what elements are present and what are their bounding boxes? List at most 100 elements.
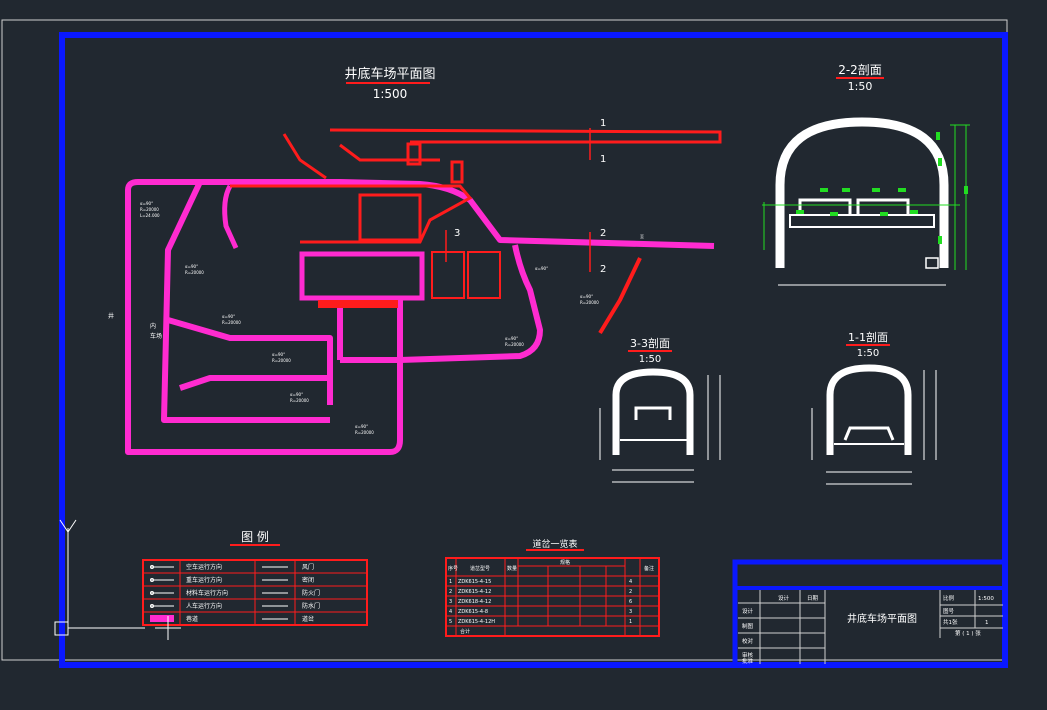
svg-text:巷道: 巷道 [186, 615, 198, 623]
section-3-3-title: 3-3剖面 [630, 336, 670, 350]
title-block-drawing-name: 井底车场平面图 [847, 612, 917, 625]
svg-text:2: 2 [629, 589, 632, 595]
plan-scale: 1:500 [373, 87, 408, 101]
car-3-3 [634, 406, 672, 420]
svg-text:设计: 设计 [742, 607, 754, 615]
svg-text:R=20000: R=20000 [272, 358, 291, 363]
svg-text:数量: 数量 [507, 565, 517, 572]
svg-text:制图: 制图 [742, 622, 754, 630]
svg-text:风门: 风门 [302, 563, 314, 571]
svg-text:至: 至 [640, 234, 644, 239]
svg-text:批准: 批准 [742, 657, 754, 665]
svg-text:防水门: 防水门 [302, 602, 320, 610]
track-bed-2-2 [789, 214, 935, 228]
ucs-axis-icon [54, 519, 145, 636]
svg-text:1:500: 1:500 [978, 596, 994, 602]
blue-frame [59, 32, 1008, 668]
section-2-2-scale: 1:50 [848, 80, 873, 93]
svg-text:R=20000: R=20000 [222, 320, 241, 325]
svg-text:R=20000: R=20000 [290, 398, 309, 403]
well-label-b: 内 [150, 322, 156, 330]
svg-text:ZDK618-4-12: ZDK618-4-12 [458, 599, 491, 605]
svg-text:道岔型号: 道岔型号 [470, 565, 490, 572]
upper-rails [230, 128, 722, 244]
svg-text:合计: 合计 [460, 628, 470, 635]
section-1-1[interactable]: 1-1剖面 1:50 [811, 330, 937, 485]
well-label-c: 车场 [150, 332, 162, 340]
side-chamber-b [467, 251, 501, 299]
legend-grid [143, 560, 367, 625]
well-label-a: 井 [108, 312, 114, 320]
svg-text:α=90°: α=90° [272, 352, 285, 357]
svg-text:设计: 设计 [778, 594, 790, 602]
svg-text:6: 6 [629, 599, 632, 605]
section-2-2[interactable]: 2-2剖面 1:50 [762, 63, 970, 286]
turnout-schedule[interactable]: 道岔一览表 序号 道岔型号 数量 规格 备注 1 ZDK [445, 538, 660, 637]
svg-text:L=24.000: L=24.000 [140, 213, 160, 218]
svg-text:5: 5 [449, 619, 452, 625]
section-3-3[interactable]: 3-3剖面 1:50 [599, 336, 721, 483]
legend-title: 图 例 [241, 530, 269, 544]
svg-text:R=20000: R=20000 [185, 270, 204, 275]
section-3-3-scale: 1:50 [639, 354, 661, 365]
cars-2-2 [798, 198, 910, 215]
drain-2-2 [925, 257, 939, 269]
svg-text:ZDK615-4-8: ZDK615-4-8 [458, 609, 488, 615]
legend[interactable]: 图 例 空车运行方向 重车运行方向 材料车运行方向 [142, 530, 368, 626]
legend-tunnel-swatch [150, 615, 174, 622]
svg-text:空车运行方向: 空车运行方向 [186, 563, 222, 571]
svg-text:密闭: 密闭 [302, 576, 314, 584]
svg-text:α=90°: α=90° [222, 314, 235, 319]
schedule-title: 道岔一览表 [532, 538, 577, 550]
section-1-1-scale: 1:50 [857, 348, 879, 359]
section-2-2-title: 2-2剖面 [838, 63, 882, 77]
dimlines-3-3 [599, 375, 721, 483]
svg-text:α=90°: α=90° [355, 424, 368, 429]
svg-text:日期: 日期 [807, 595, 819, 602]
svg-text:第 ( 1 ) 张: 第 ( 1 ) 张 [955, 629, 981, 637]
svg-text:人车运行方向: 人车运行方向 [186, 602, 222, 610]
title-block-frame [732, 559, 1008, 668]
schedule-grid [446, 558, 659, 636]
title-block-text: 设计 日期 设计 制图 校对 审核 批准 比例 1:500 图号 共1张 1 第… [742, 594, 994, 665]
cursor-crosshair [155, 616, 181, 640]
svg-text:α=90°: α=90° [140, 201, 153, 206]
svg-text:ZDK615-4-12: ZDK615-4-12 [458, 589, 491, 595]
svg-text:3: 3 [629, 609, 632, 615]
schedule-box [445, 557, 660, 637]
section-mark-2-top: 2 [600, 228, 606, 239]
svg-text:α=90°: α=90° [185, 264, 198, 269]
plan-title: 井底车场平面图 [344, 66, 435, 82]
section-1-1-title: 1-1剖面 [848, 330, 888, 344]
svg-text:ZDK615-4-15: ZDK615-4-15 [458, 579, 491, 585]
svg-text:审核: 审核 [742, 651, 754, 659]
svg-text:4: 4 [449, 609, 452, 615]
car-1-1 [843, 426, 895, 441]
svg-text:α=90°: α=90° [505, 336, 518, 341]
svg-text:图号: 图号 [943, 607, 955, 615]
svg-text:序号: 序号 [448, 565, 458, 572]
plan-view[interactable]: 井底车场平面图 1:500 [108, 66, 722, 455]
title-block[interactable]: 设计 日期 设计 制图 校对 审核 批准 比例 1:500 图号 共1张 1 第… [732, 559, 1008, 668]
tunnel-network [125, 179, 715, 455]
dimlines-1-1 [811, 370, 937, 485]
legend-symbols [150, 565, 288, 620]
svg-text:比例: 比例 [943, 594, 955, 602]
arch-3-3 [612, 368, 694, 455]
section-marks [445, 128, 591, 272]
dimlines-2-2 [762, 124, 970, 270]
svg-text:R=20000: R=20000 [140, 207, 159, 212]
svg-text:α=90°: α=90° [535, 266, 548, 271]
svg-text:规格: 规格 [560, 559, 570, 566]
title-block-grid [738, 590, 1003, 664]
svg-text:4: 4 [629, 579, 632, 585]
svg-text:备注: 备注 [644, 565, 654, 572]
svg-text:2: 2 [449, 589, 452, 595]
section-mark-1-bottom: 1 [600, 154, 606, 165]
svg-text:防火门: 防火门 [302, 589, 320, 597]
svg-text:R=20000: R=20000 [505, 342, 524, 347]
arch-2-2 [775, 117, 949, 268]
